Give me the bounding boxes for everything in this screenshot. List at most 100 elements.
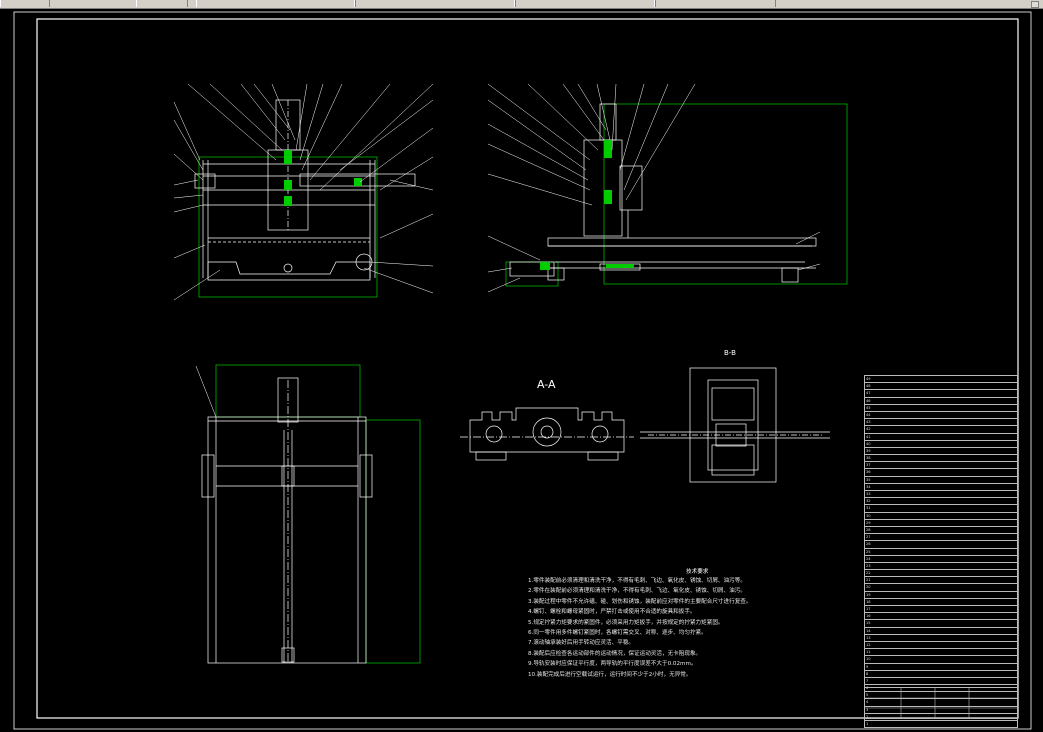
bom-row: 18: [865, 599, 1017, 606]
bom-cell-no: 9: [866, 664, 869, 669]
side-view-highlights: [540, 140, 634, 270]
bom-row: 29: [865, 520, 1017, 527]
bom-cell-no: 21: [866, 578, 871, 583]
bom-cell-no: 6: [866, 686, 869, 691]
front-view-leaders: [173, 83, 434, 301]
bom-row: 4: [865, 699, 1017, 707]
bom-cell-no: 29: [866, 520, 871, 525]
bom-cell-no: 24: [866, 556, 871, 561]
note-item: 1.零件装配前必须清理和清洗干净，不得有毛刺、飞边、氧化皮、锈蚀、切屑、油污等。: [528, 578, 746, 584]
bom-cell-no: 43: [866, 420, 871, 425]
section-b-b-label: B-B: [724, 349, 736, 357]
bom-row: 38: [865, 455, 1017, 463]
toolbar-tab[interactable]: [514, 0, 656, 7]
bom-cell-no: 44: [866, 412, 871, 417]
bom-row: 9: [865, 664, 1017, 671]
bom-row: 1: [865, 721, 1017, 729]
front-view: [194, 99, 416, 298]
bom-row: 19: [865, 592, 1017, 599]
bom-row: 23: [865, 563, 1017, 571]
toolbar-tab[interactable]: [354, 0, 516, 7]
top-view: [201, 364, 421, 664]
bom-cell-no: 42: [866, 427, 871, 432]
notes-title: 技术要求: [686, 569, 709, 575]
bom-cell-no: 23: [866, 563, 871, 568]
bom-cell-no: 18: [866, 599, 871, 604]
bom-row: 15: [865, 620, 1017, 628]
bom-cell-no: 49: [866, 377, 871, 381]
bom-cell-no: 11: [866, 650, 871, 655]
bom-cell-no: 7: [866, 678, 869, 683]
note-item: 9.导轨安装时应保证平行度，两导轨的平行度误差不大于0.02mm。: [528, 661, 697, 668]
toolbar-tab[interactable]: [0, 0, 50, 7]
bom-cell-no: 33: [866, 492, 871, 496]
bom-cell-no: 45: [866, 405, 871, 410]
toolbar-tab[interactable]: [654, 0, 776, 7]
bom-cell-no: 5: [866, 693, 869, 698]
bom-row: 41: [865, 434, 1017, 441]
bom-row: 33: [865, 491, 1017, 499]
bom-row: 47: [865, 390, 1017, 398]
bom-row: 25: [865, 549, 1017, 556]
sheet-outer-border: [13, 11, 1032, 730]
note-item: 7.滚动轴承装好后用手转动应灵活、平稳。: [528, 640, 635, 647]
bom-cell-no: 13: [866, 635, 871, 640]
bom-cell-no: 39: [866, 448, 871, 453]
bom-cell-no: 15: [866, 621, 871, 626]
bom-cell-no: 38: [866, 456, 871, 461]
front-view-highlights: [284, 150, 362, 206]
bom-cell-no: 25: [866, 549, 871, 554]
bom-row: 43: [865, 419, 1017, 427]
bom-row: 17: [865, 606, 1017, 614]
toolbar-tab[interactable]: [136, 0, 188, 7]
bom-cell-no: 2: [866, 714, 869, 719]
bom-row: 13: [865, 635, 1017, 642]
bom-row: 24: [865, 556, 1017, 563]
bom-cell-no: 46: [866, 398, 871, 403]
bom-cell-no: 30: [866, 513, 871, 518]
close-icon[interactable]: [1031, 1, 1039, 8]
bom-row: 46: [865, 398, 1017, 405]
note-item: 4.螺钉、螺栓和螺母紧固时，严禁打击或使用不合适的旋具和扳手。: [528, 609, 696, 616]
bom-row: 20: [865, 584, 1017, 592]
bom-cell-no: 17: [866, 607, 871, 611]
bom-row: 10: [865, 656, 1017, 664]
bom-cell-no: 40: [866, 441, 871, 446]
bom-cell-no: 27: [866, 535, 871, 540]
bom-row: 7: [865, 678, 1017, 686]
bom-cell-no: 37: [866, 463, 871, 468]
bom-row: 49: [865, 376, 1017, 384]
bom-cell-no: 10: [866, 657, 871, 662]
bom-cell-no: 28: [866, 527, 871, 532]
note-item: 6.同一零件用多件螺钉紧固时，各螺钉需交叉、对称、逐步、均匀拧紧。: [528, 630, 707, 637]
bom-cell-no: 41: [866, 434, 871, 439]
top-view-leader: [195, 365, 217, 418]
bom-row: 30: [865, 513, 1017, 520]
note-item: 3.装配过程中零件不允许磕、碰、划伤和锈蚀，装配前应对零件的主要配合尺寸进行复查…: [528, 598, 752, 605]
bom-cell-no: 8: [866, 671, 869, 676]
bom-cell-no: 31: [866, 506, 871, 511]
toolbar-tab[interactable]: [196, 0, 356, 7]
bom-cell-no: 35: [866, 477, 871, 482]
bom-row: 26: [865, 541, 1017, 549]
bom-row: 37: [865, 462, 1017, 470]
bom-cell-no: 36: [866, 470, 871, 475]
bom-row: 8: [865, 671, 1017, 678]
bom-cell-no: 48: [866, 384, 871, 389]
bom-cell-no: 22: [866, 571, 871, 576]
bom-cell-no: 20: [866, 585, 871, 590]
bom-row: 12: [865, 642, 1017, 650]
bom-row: 27: [865, 534, 1017, 542]
bom-row: 45: [865, 405, 1017, 412]
note-item: 2.零件在装配前必须清理和清洗干净，不得有毛刺、飞边、氧化皮、锈蚀、切屑、油污。: [528, 588, 746, 595]
bom-row: 5: [865, 692, 1017, 700]
sheet-inner-border: [36, 18, 1019, 719]
bom-row: 21: [865, 577, 1017, 585]
section-a-a-label: A-A: [537, 378, 556, 391]
section-a-a-view: [460, 407, 634, 461]
bom-cell-no: 14: [866, 628, 871, 633]
bom-row: 11: [865, 649, 1017, 657]
bom-cell-no: 12: [866, 642, 871, 647]
